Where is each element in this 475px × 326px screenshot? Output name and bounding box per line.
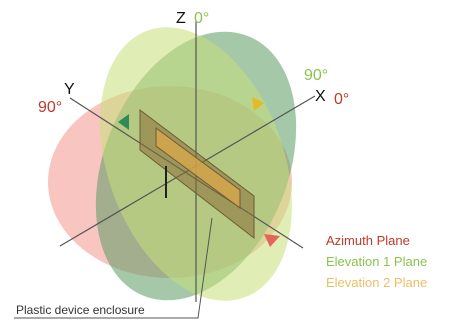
z-axis-label: Z <box>176 10 186 27</box>
y-angle-label: 90° <box>38 99 62 116</box>
elevation-1-arrow <box>118 114 129 130</box>
callout-leader <box>14 217 213 319</box>
device-board <box>155 127 241 209</box>
enclosure-callout-label: Plastic device enclosure <box>16 303 145 317</box>
elevation-2-arrow <box>252 97 264 111</box>
legend-elevation-2: Elevation 2 Plane <box>326 275 427 290</box>
y-axis-label: Y <box>64 81 75 98</box>
x-angle-label: 0° <box>334 91 349 108</box>
legend-elevation-1: Elevation 1 Plane <box>326 254 427 269</box>
x-upper-angle-label: 90° <box>304 67 328 84</box>
azimuth-arrow <box>264 234 280 247</box>
legend-azimuth: Azimuth Plane <box>326 233 410 248</box>
z-angle-label: 0° <box>194 10 209 27</box>
x-axis-label: X <box>315 88 326 105</box>
